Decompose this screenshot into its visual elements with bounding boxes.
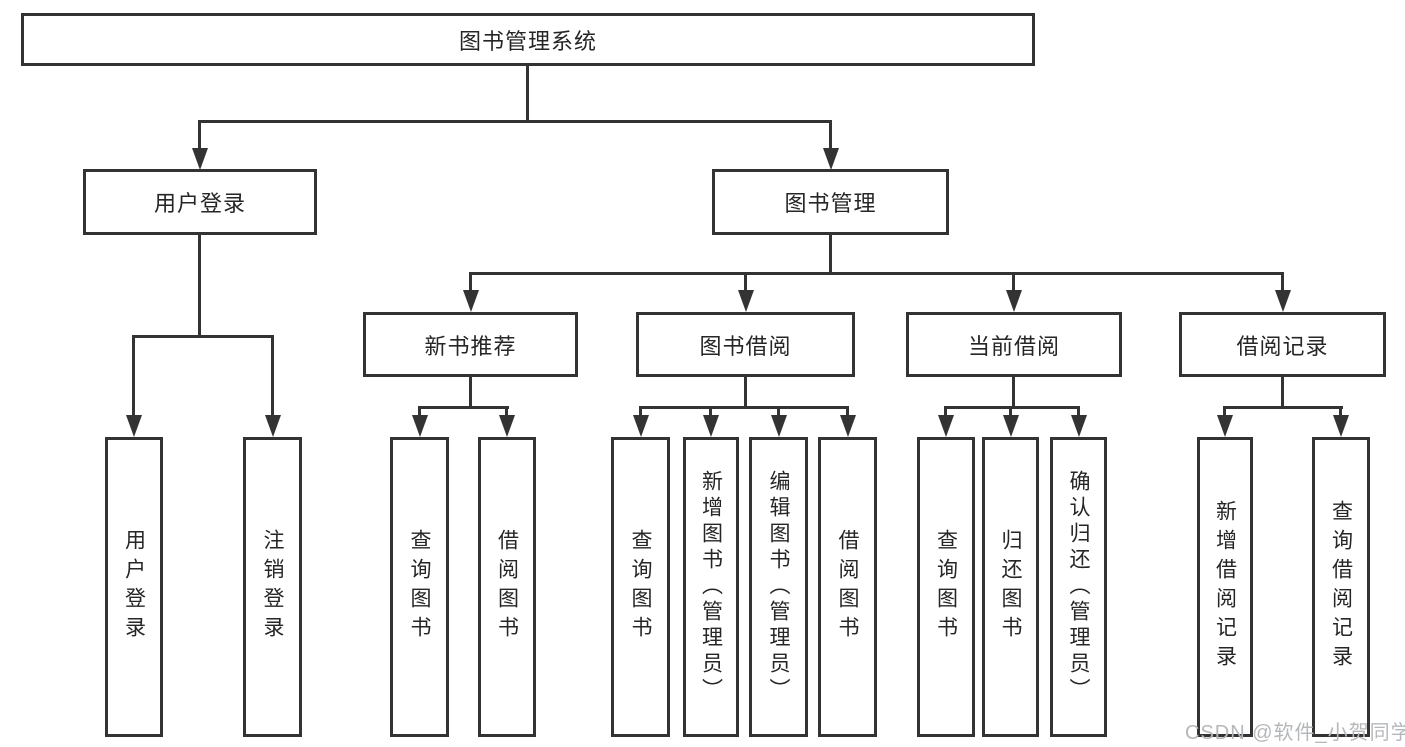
arrow-down-icon-bb-borrow [839, 406, 856, 437]
leaf-bb-add-books-admin: 新增图书（管理员） [683, 437, 739, 737]
node-user-login-label: 用户登录 [153, 191, 246, 216]
leaf-br-query-record-label: 查询借阅记录 [1329, 500, 1353, 674]
leaf-bb-add-books-admin-label: 新增图书（管理员） [699, 470, 723, 704]
arrow-down-icon-new-book-rec [462, 272, 479, 312]
node-borrowing-records: 借阅记录 [1179, 312, 1386, 377]
edge-root-branch [198, 120, 832, 123]
leaf-bb-query-books: 查询图书 [611, 437, 670, 737]
leaf-cb-query-books-label: 查询图书 [934, 529, 958, 645]
node-borrowing-records-label: 借阅记录 [1236, 333, 1329, 359]
edge-borrow-record-stem [1281, 375, 1284, 409]
leaf-cb-query-books: 查询图书 [917, 437, 975, 737]
arrow-down-icon-book-mgmt [822, 120, 839, 170]
arrow-down-icon-cb-query [937, 406, 954, 437]
arrow-down-icon-nbr-query [411, 406, 428, 437]
arrow-down-icon-nbr-borrow [498, 406, 515, 437]
arrow-down-icon-book-borrow [737, 272, 754, 312]
arrow-down-icon-user-login [191, 120, 208, 170]
node-library-system-label: 图书管理系统 [458, 28, 597, 54]
leaf-nbr-borrow-books: 借阅图书 [478, 437, 536, 737]
leaf-nbr-borrow-books-label: 借阅图书 [495, 529, 519, 645]
leaf-cb-return-books: 归还图书 [982, 437, 1039, 737]
leaf-bb-edit-books-admin: 编辑图书（管理员） [749, 437, 808, 737]
node-book-borrowing-label: 图书借阅 [699, 333, 792, 359]
leaf-nbr-query-books: 查询图书 [390, 437, 449, 737]
leaf-bb-edit-books-admin-label: 编辑图书（管理员） [767, 470, 790, 704]
arrow-down-icon-br-add [1216, 406, 1233, 437]
arrow-down-icon-leaf-login [125, 335, 142, 437]
arrow-down-icon-bb-edit [770, 406, 787, 437]
leaf-bb-query-books-label: 查询图书 [629, 529, 652, 645]
node-new-book-recommendation: 新书推荐 [363, 312, 578, 377]
edge-root-stem [526, 64, 529, 122]
node-new-book-recommendation-label: 新书推荐 [424, 333, 517, 359]
leaf-user-login: 用户登录 [105, 437, 163, 737]
node-user-login: 用户登录 [83, 169, 317, 235]
leaf-cb-return-books-label: 归还图书 [999, 529, 1022, 645]
leaf-br-add-record: 新增借阅记录 [1197, 437, 1253, 737]
leaf-logout-label: 注销登录 [261, 529, 284, 645]
leaf-cb-confirm-return-admin-label: 确认归还（管理员） [1067, 470, 1090, 704]
leaf-logout: 注销登录 [243, 437, 302, 737]
leaf-br-add-record-label: 新增借阅记录 [1213, 500, 1237, 674]
arrow-down-icon-current-borrow [1005, 272, 1022, 312]
edge-user-login-stem [198, 233, 201, 337]
arrow-down-icon-cb-confirm [1070, 406, 1087, 437]
edge-book-mgmt-branch [469, 272, 1284, 275]
leaf-bb-borrow-books: 借阅图书 [818, 437, 877, 737]
arrow-down-icon-br-query [1332, 406, 1349, 437]
leaf-cb-confirm-return-admin: 确认归还（管理员） [1050, 437, 1107, 737]
leaf-br-query-record: 查询借阅记录 [1312, 437, 1370, 737]
leaf-bb-borrow-books-label: 借阅图书 [836, 529, 859, 645]
arrow-down-icon-bb-add [702, 406, 719, 437]
edge-current-borrow-stem [1012, 375, 1015, 409]
edge-book-borrow-branch [639, 406, 849, 409]
leaf-nbr-query-books-label: 查询图书 [408, 529, 431, 645]
node-book-management: 图书管理 [712, 169, 949, 235]
csdn-watermark: CSDN @软件_小贺同学 [1185, 722, 1405, 744]
arrow-down-icon-leaf-logout [264, 335, 281, 437]
edge-current-borrow-branch [944, 406, 1080, 409]
arrow-down-icon-bb-query [632, 406, 649, 437]
leaf-user-login-label: 用户登录 [122, 529, 146, 645]
edge-user-login-branch [132, 335, 274, 338]
edge-new-book-rec-stem [469, 375, 472, 409]
node-current-borrowing: 当前借阅 [906, 312, 1122, 377]
edge-borrow-record-branch [1223, 406, 1343, 409]
node-book-borrowing: 图书借阅 [636, 312, 855, 377]
arrow-down-icon-borrow-record [1274, 272, 1291, 312]
node-book-management-label: 图书管理 [784, 191, 877, 216]
node-library-system: 图书管理系统 [21, 13, 1035, 66]
edge-new-book-rec-branch [418, 406, 509, 409]
node-current-borrowing-label: 当前借阅 [967, 333, 1060, 359]
arrow-down-icon-cb-return [1002, 406, 1019, 437]
edge-book-borrow-stem [744, 375, 747, 409]
edge-book-mgmt-stem [829, 233, 832, 275]
